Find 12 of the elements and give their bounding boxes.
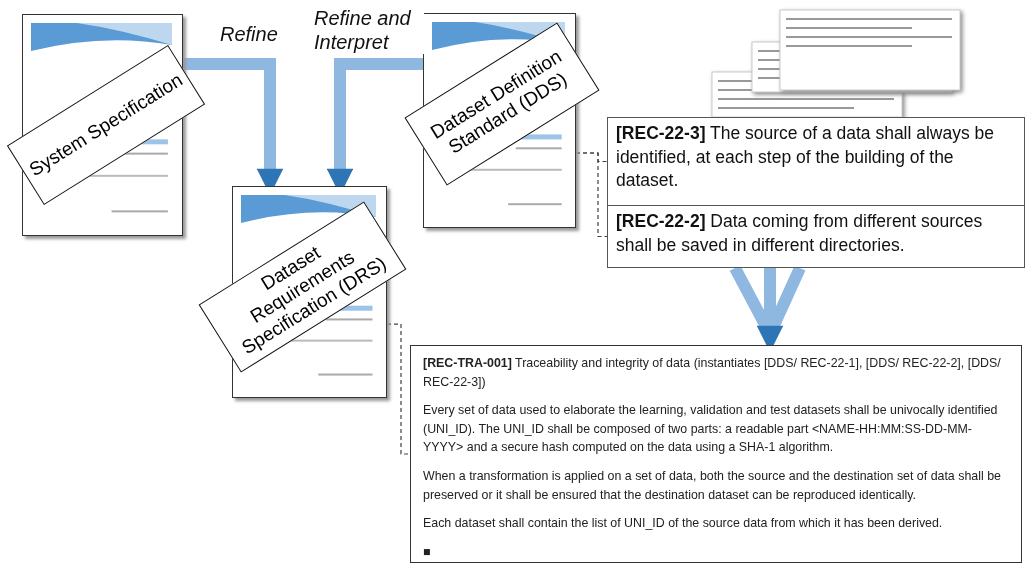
dashed-connector <box>575 152 608 238</box>
requirement-text: Every set of data used to elaborate the learning, validation and test datasets shall be univocally identified (UNI_ID). The UNI_ID shall be composed of two parts: a readable part <NAME-HH:MM:SS-DD-MM-YYYY> and a secure hash computed on the data using a SHA-1 algorithm. <box>423 402 999 457</box>
requirement-box <box>607 205 1025 268</box>
requirement-text: Each dataset shall contain the list of UNI_ID of the source data from which it has been derived. <box>423 515 944 533</box>
end-marker: ■ <box>423 543 432 561</box>
requirement-text: [REC-22-2] Data coming from different sources shall be saved in different directories. <box>616 210 984 257</box>
requirement-text: [REC-22-3] The source of a data shall always be identified, at each step of the building of the dataset. <box>616 122 996 193</box>
requirement-card <box>410 345 1022 563</box>
requirement-box <box>607 117 1025 206</box>
dashed-connector <box>386 323 411 455</box>
requirement-text: [REC-TRA-001] Traceability and integrity of data (instantiates [DDS/ REC-22-1], [DDS/ REC-22-2], [DDS/ REC-22-3]) <box>423 355 1002 391</box>
requirement-text: When a transformation is applied on a set of data, both the source and the destination set of data shall be preserved or it shall be ensured that the destination dataset can be reproduced identically. <box>423 468 1002 504</box>
